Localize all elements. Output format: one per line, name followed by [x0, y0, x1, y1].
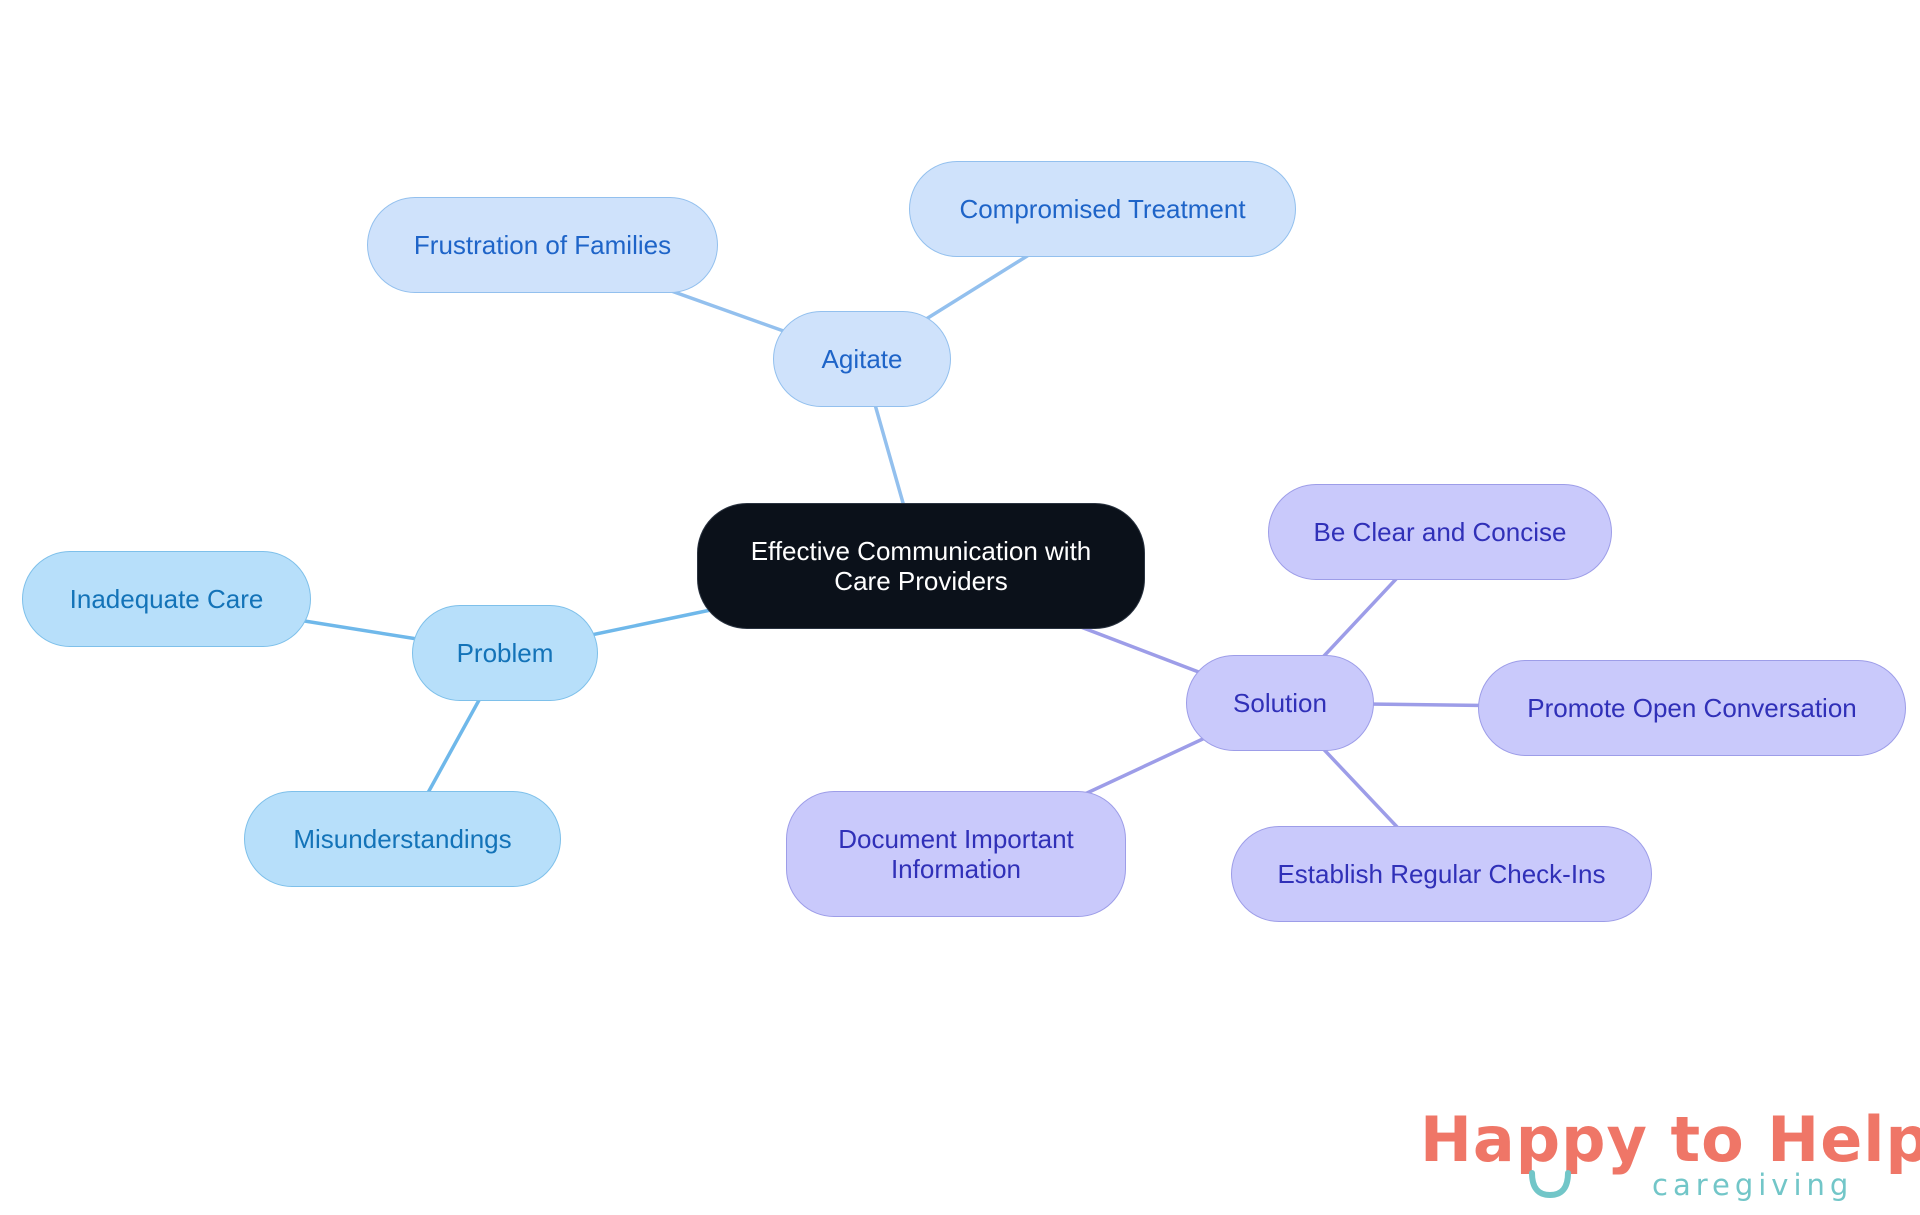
leaf-node-compromised-treatment: Compromised Treatment [909, 161, 1296, 257]
leaf-node-document-important-information: Document Important Information [786, 791, 1126, 917]
leaf-node-frustration-of-families: Frustration of Families [367, 197, 718, 293]
leaf-node-promote-open-conversation: Promote Open Conversation [1478, 660, 1906, 756]
leaf-node-establish-regular-check-ins: Establish Regular Check-Ins [1231, 826, 1652, 922]
leaf-node-misunderstandings: Misunderstandings [244, 791, 561, 887]
logo-brand-text: Happy to Help [1420, 1103, 1920, 1176]
branch-node-agitate: Agitate [773, 311, 951, 407]
leaf-node-be-clear-and-concise: Be Clear and Concise [1268, 484, 1612, 580]
leaf-node-inadequate-care: Inadequate Care [22, 551, 311, 647]
smile-icon [1529, 1170, 1571, 1199]
happy-to-help-logo: Happy to Help caregiving [1420, 1105, 1920, 1205]
logo-sub-text: caregiving [1652, 1168, 1854, 1202]
branch-node-problem: Problem [412, 605, 598, 701]
branch-node-solution: Solution [1186, 655, 1374, 751]
root-node: Effective Communication with Care Provid… [697, 503, 1145, 629]
